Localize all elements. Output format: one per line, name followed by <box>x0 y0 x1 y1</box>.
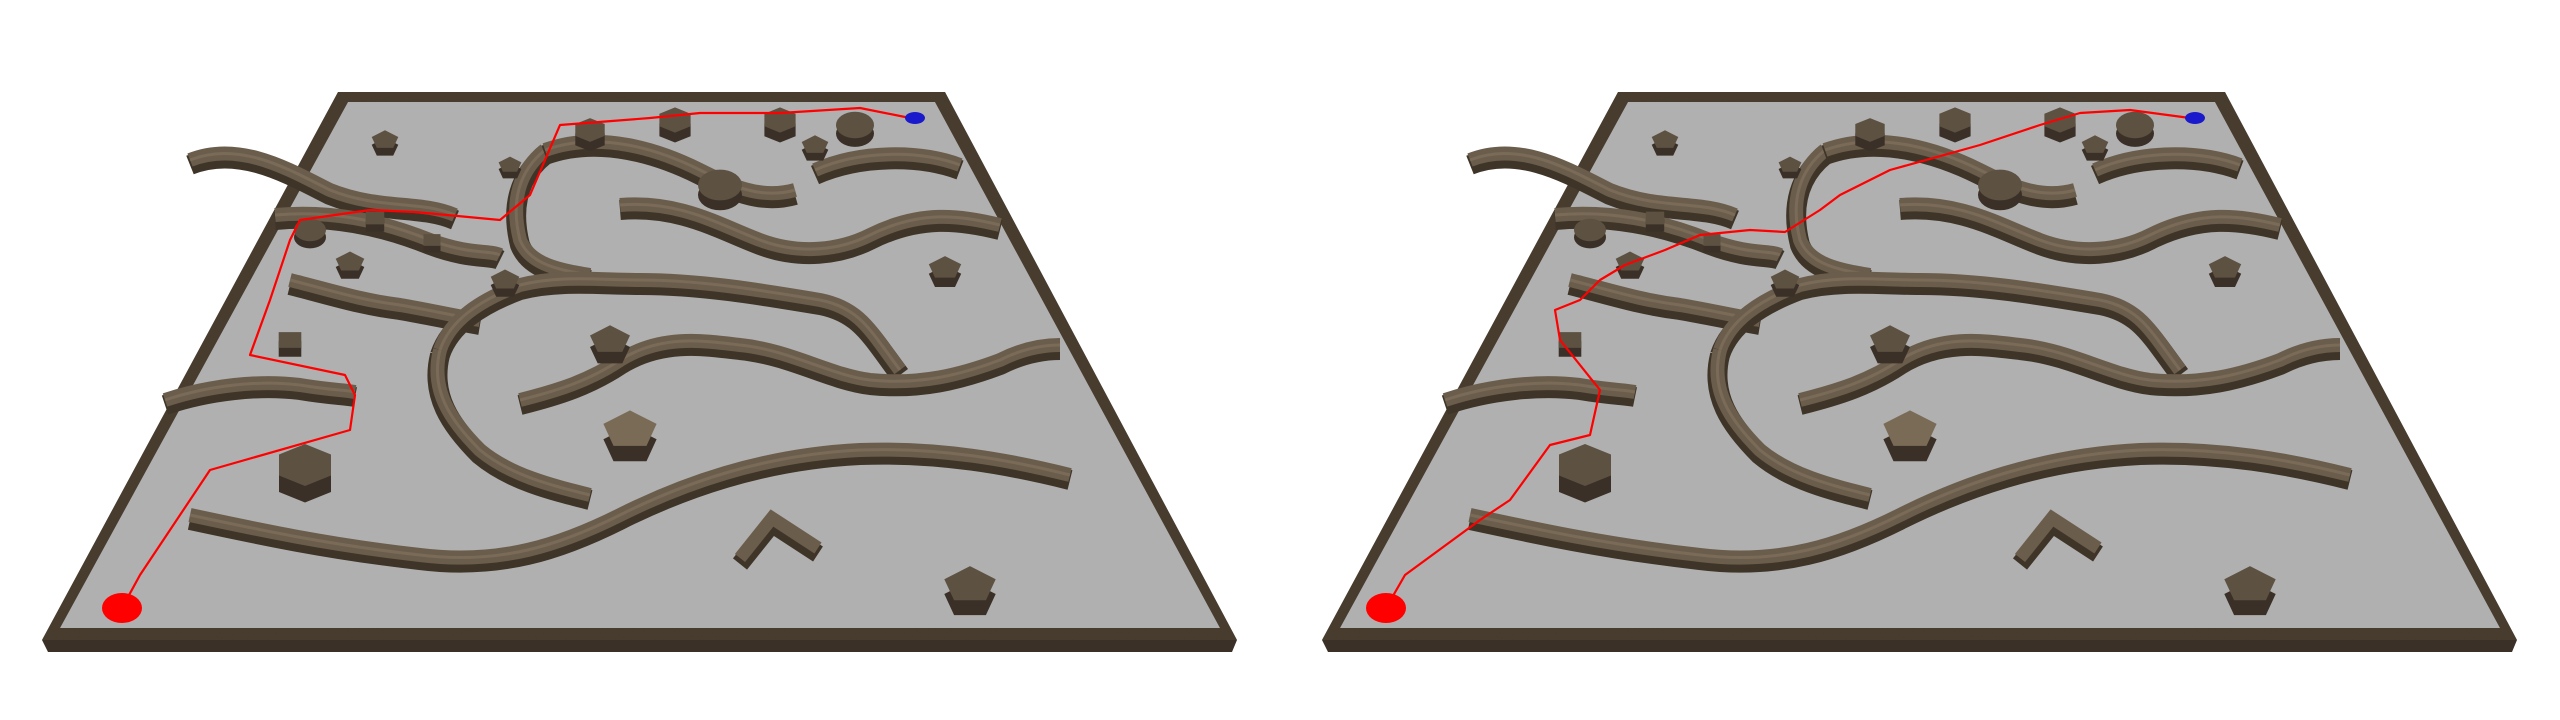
left-maze-panel <box>42 92 1237 652</box>
goal-marker <box>2185 112 2205 124</box>
maze-wall-highlight <box>1715 349 1871 497</box>
obstacle-block <box>944 566 996 601</box>
obstacle-block <box>1558 332 1582 348</box>
maze-wall-highlight <box>1469 448 2351 560</box>
obstacle-block <box>371 130 399 148</box>
obstacle-block <box>2208 256 2242 278</box>
obstacle-block <box>2116 111 2154 139</box>
maze-wall-highlight <box>1718 277 2182 371</box>
maze-floor-edge <box>1322 640 2517 652</box>
obstacle-block <box>335 251 365 271</box>
start-marker <box>1366 593 1406 623</box>
obstacle-block <box>1939 107 1971 133</box>
obstacle-block <box>590 325 630 352</box>
maze-wall-highlight <box>274 212 501 257</box>
chevron-wall <box>734 509 822 563</box>
obstacle-block <box>1778 156 1802 172</box>
obstacle-block <box>801 135 829 153</box>
maze-wall-highlight <box>514 148 591 277</box>
obstacle-block <box>1855 118 1885 142</box>
obstacle-block <box>490 269 520 289</box>
maze-wall-highlight <box>1469 151 1736 217</box>
maze-floor-edge <box>42 640 1237 652</box>
maze-wall-highlight <box>1569 278 1761 322</box>
obstacle-block <box>2224 566 2276 601</box>
goal-marker <box>905 112 925 124</box>
maze-wall-highlight <box>1799 339 2341 402</box>
obstacle-block <box>836 111 874 139</box>
maze-wall-highlight <box>164 381 356 402</box>
obstacle-block <box>1870 325 1910 352</box>
maze-wall-highlight <box>1444 381 1636 402</box>
maze-wall-highlight <box>2094 152 2241 172</box>
obstacle-block <box>1703 234 1721 246</box>
obstacle-block <box>1651 130 1679 148</box>
maze-wall-highlight <box>289 278 481 322</box>
obstacle-block <box>1559 444 1611 486</box>
obstacle-block <box>294 218 326 242</box>
obstacle-block <box>365 211 385 225</box>
obstacle-block <box>423 234 441 246</box>
obstacle-block <box>498 156 522 172</box>
obstacle-block <box>1574 218 1606 242</box>
right-maze-panel <box>1322 92 2517 652</box>
maze-wall-highlight <box>438 277 902 371</box>
obstacle-block <box>1978 169 2022 201</box>
maze-wall-highlight <box>189 151 456 217</box>
maze-wall-highlight <box>1794 148 1871 277</box>
maze-wall-highlight <box>814 152 961 172</box>
maze-wall-highlight <box>435 349 591 497</box>
obstacle-block <box>278 332 302 348</box>
obstacle-block <box>928 256 962 278</box>
obstacle-block <box>1645 211 1665 225</box>
maze-wall-highlight <box>189 448 1071 560</box>
maze-wall-highlight <box>619 202 1001 251</box>
planned-path <box>1385 108 2191 609</box>
planned-path <box>121 106 911 609</box>
obstacle-block <box>1770 269 1800 289</box>
start-marker <box>102 593 142 623</box>
obstacle-block <box>603 410 657 446</box>
chevron-wall <box>2014 509 2102 563</box>
obstacle-block <box>2081 135 2109 153</box>
obstacle-block <box>1883 410 1937 446</box>
maze-wall-highlight <box>519 339 1061 402</box>
maze-wall-highlight <box>1899 202 2281 251</box>
obstacle-block <box>279 444 331 486</box>
obstacle-block <box>698 169 742 201</box>
